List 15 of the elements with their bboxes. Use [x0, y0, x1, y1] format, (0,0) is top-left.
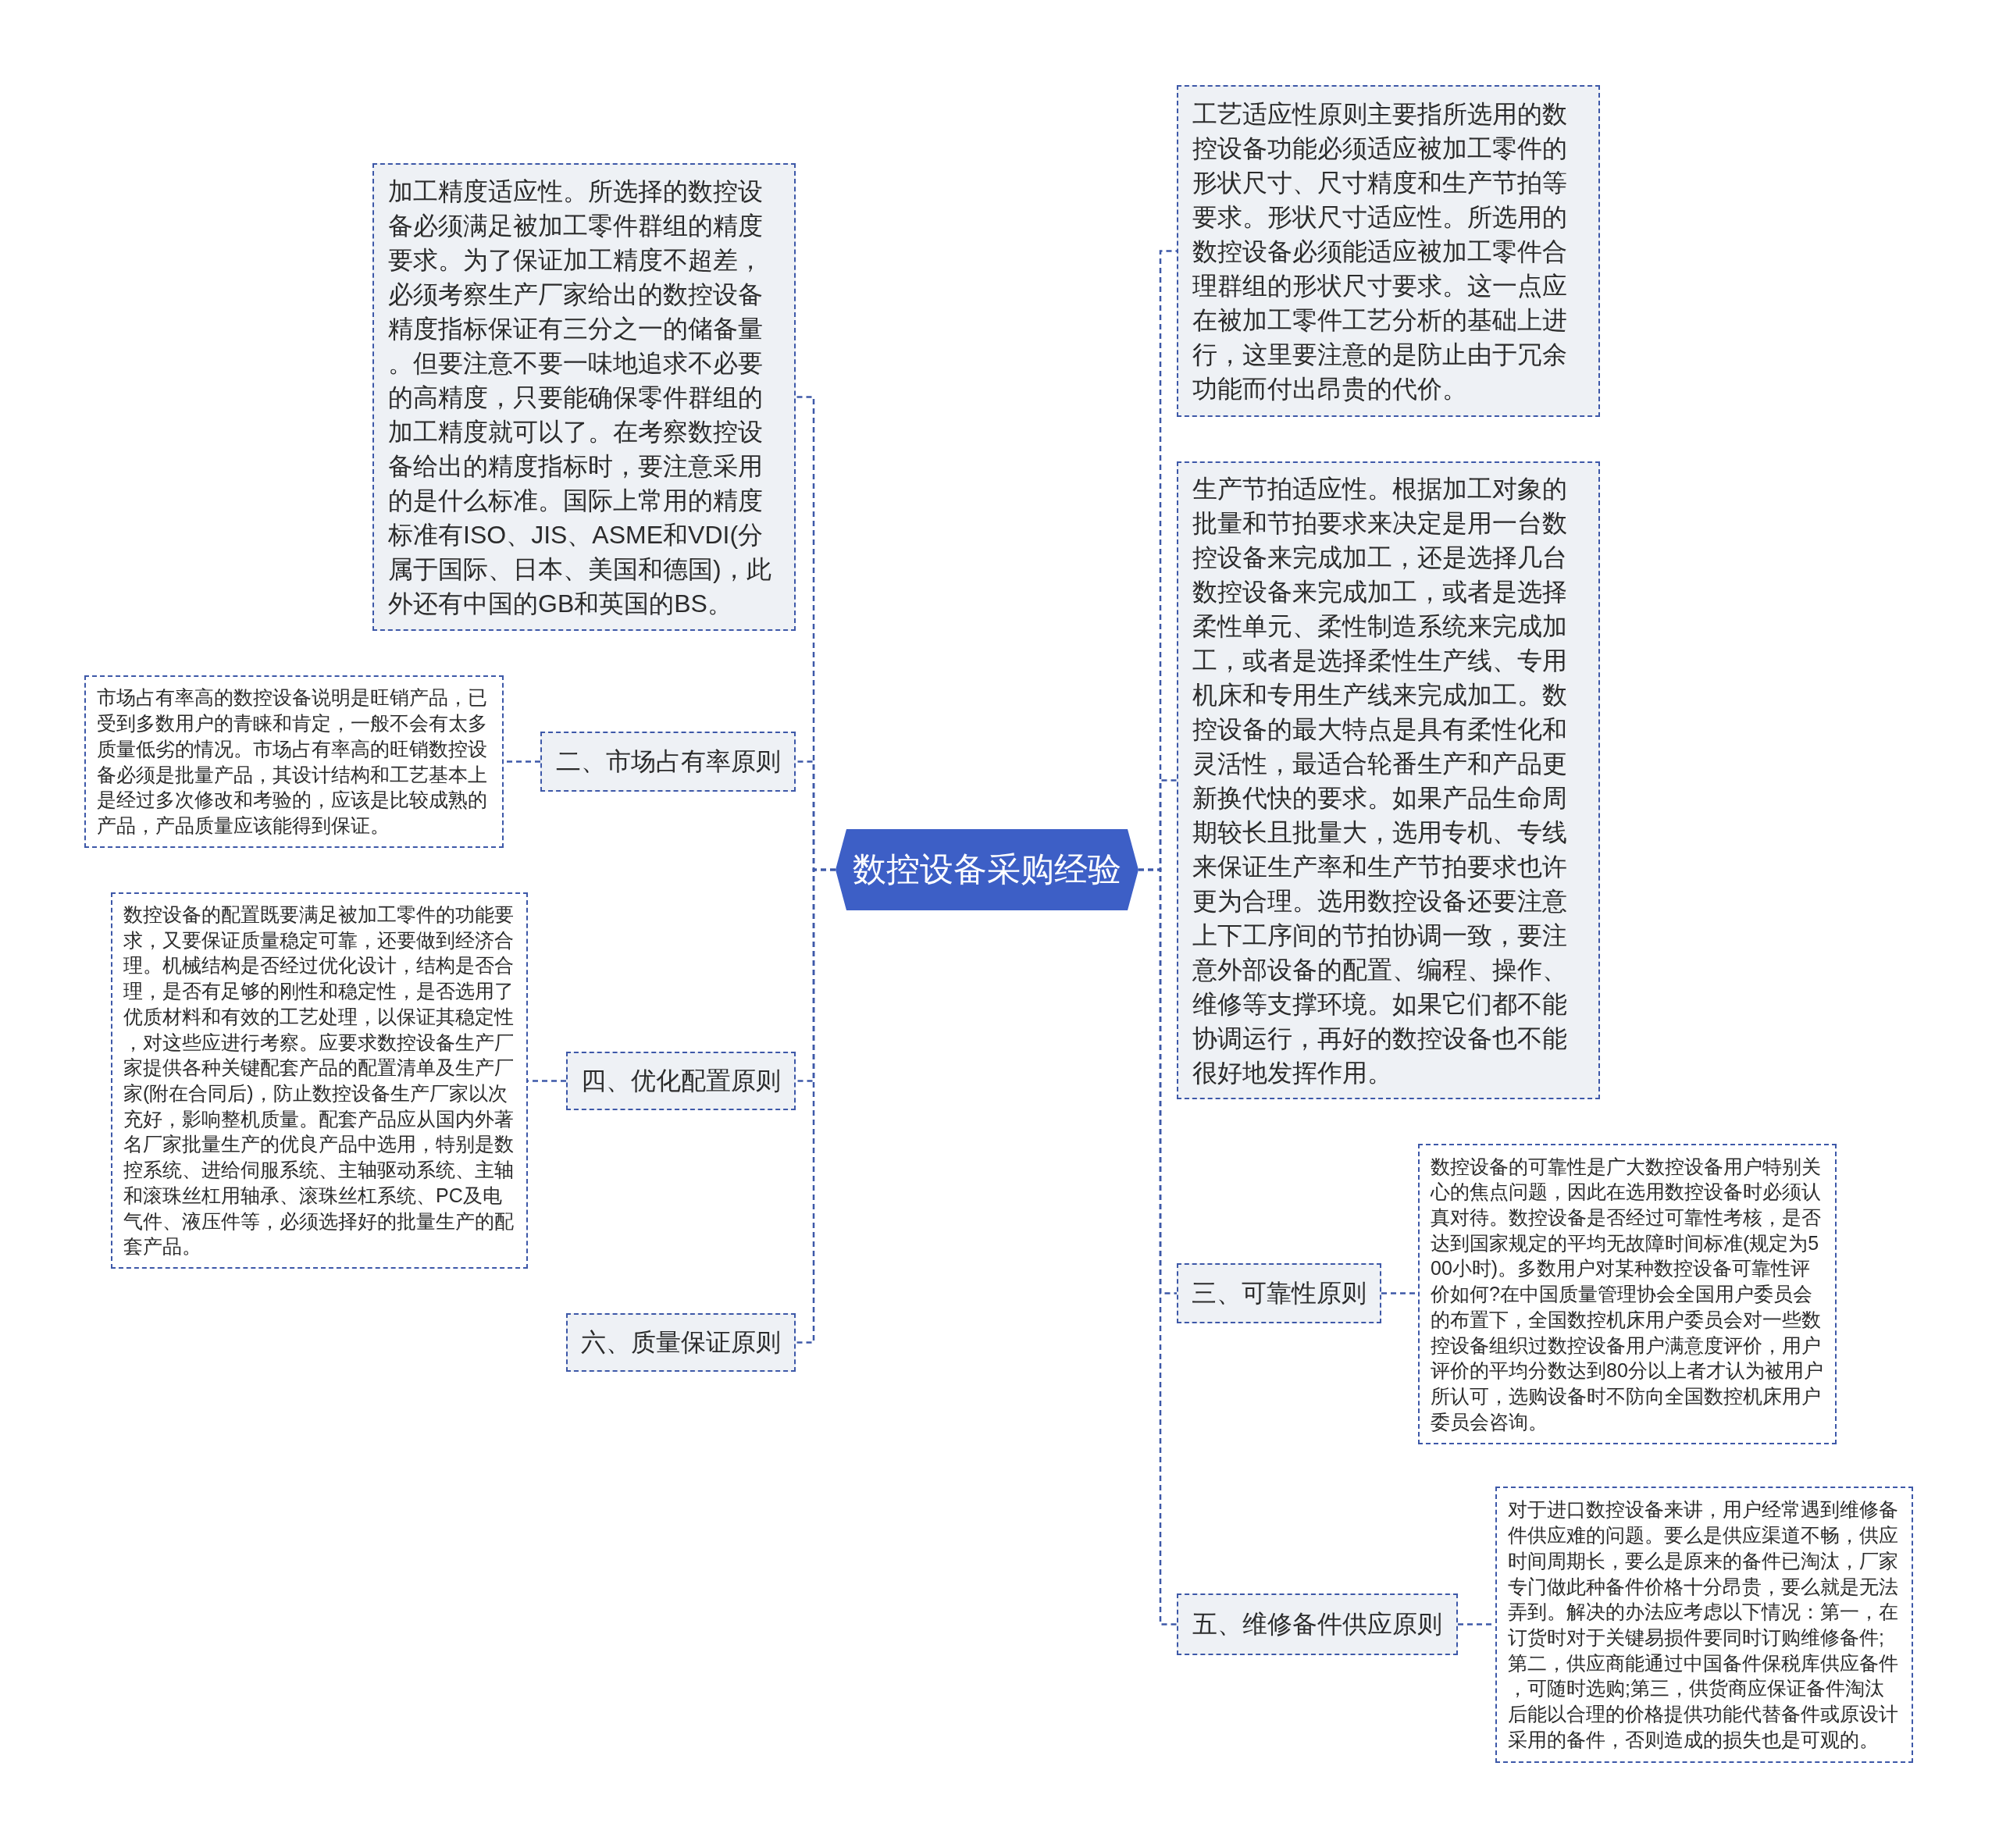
note-box: 数控设备的可靠性是广大数控设备用户特别关心的焦点问题，因此在选用数控设备时必须认真对待。数控设备是否经过可靠性考核，是否达到国家规定的平均无故障时间标准(规定为500小时)。多数用户对某种数控设备可靠性评价如何?在中国质量管理协会全国用户委员会的布置下，全国数控机床用户委员会对一些数控设备组织过数控设备用户满意度评价，用户评价的平均分数达到80分以上者才认为被用户所认可，选购设备时不防向全国数控机床用户委员会咨询。	[1418, 1144, 1837, 1444]
note-box: 加工精度适应性。所选择的数控设备必须满足被加工零件群组的精度要求。为了保证加工精度不超差，必须考察生产厂家给出的数控设备精度指标保证有三分之一的储备量。但要注意不要一味地追求不必要的高精度，只要能确保零件群组的加工精度就可以了。在考察数控设备给出的精度指标时，要注意采用的是什么标准。国际上常用的精度标准有ISO、JIS、ASME和VDI(分属于国际、日本、美国和德国)，此外还有中国的GB和英国的BS。	[372, 163, 796, 631]
topic-box: 三、可靠性原则	[1177, 1263, 1381, 1323]
connector-line	[1138, 868, 1177, 1625]
note-box: 对于进口数控设备来讲，用户经常遇到维修备件供应难的问题。要么是供应渠道不畅，供应时间周期长，要么是原来的备件已淘汰，厂家专门做此种备件价格十分昂贵，要么就是无法弄到。解决的办法应考虑以下情况：第一，在订货时对于关键易损件要同时订购维修备件;第二，供应商能通过中国备件保税库供应备件，可随时选购;第三，供货商应保证备件淘汰后能以合理的价格提供功能代替备件或原设计采用的备件，否则造成的损失也是可观的。	[1495, 1487, 1913, 1763]
note-box: 数控设备的配置既要满足被加工零件的功能要求，又要保证质量稳定可靠，还要做到经济合理。机械结构是否经过优化设计，结构是否合理，是否有足够的刚性和稳定性，是否选用了优质材料和有效的工艺处理，以保证其稳定性，对这些应进行考察。应要求数控设备生产厂家提供各种关键配套产品的配置清单及生产厂家(附在合同后)，防止数控设备生产厂家以次充好，影响整机质量。配套产品应从国内外著名厂家批量生产的优良产品中选用，特别是数控系统、进给伺服系统、主轴驱动系统、主轴和滚珠丝杠用轴承、滚珠丝杠系统、PC及电气件、液压件等，必须选择好的批量生产的配套产品。	[111, 892, 528, 1269]
note-box: 生产节拍适应性。根据加工对象的批量和节拍要求来决定是用一台数控设备来完成加工，还是选择几台数控设备来完成加工，或者是选择柔性单元、柔性制造系统来完成加工，或者是选择柔性生产线、专用机床和专用生产线来完成加工。数控设备的最大特点是具有柔性化和灵活性，最适合轮番生产和产品更新换代快的要求。如果产品生命周期较长且批量大，选用专机、专线来保证生产率和生产节拍要求也许更为合理。选用数控设备还要注意上下工序间的节拍协调一致，要注意外部设备的配置、编程、操作、维修等支撑环境。如果它们都不能协调运行，再好的数控设备也不能很好地发挥作用。	[1177, 461, 1600, 1099]
note-box: 工艺适应性原则主要指所选用的数控设备功能必须适应被加工零件的形状尺寸、尺寸精度和生产节拍等要求。形状尺寸适应性。所选用的数控设备必须能适应被加工零件合理群组的形状尺寸要求。这一点应在被加工零件工艺分析的基础上进行，这里要注意的是防止由于冗余功能而付出昂贵的代价。	[1177, 85, 1600, 417]
topic-box: 二、市场占有率原则	[540, 732, 796, 792]
note-box: 市场占有率高的数控设备说明是旺销产品，已受到多数用户的青睐和肯定，一般不会有太多质量低劣的情况。市场占有率高的旺销数控设备必须是批量产品，其设计结构和工艺基本上是经过多次修改和考验的，应该是比较成熟的产品，产品质量应该能得到保证。	[84, 675, 504, 848]
topic-box: 五、维修备件供应原则	[1177, 1593, 1458, 1655]
central-topic: 数控设备采购经验	[836, 829, 1138, 910]
topic-box: 四、优化配置原则	[566, 1052, 796, 1110]
connector-line	[796, 868, 836, 1344]
topic-box: 六、质量保证原则	[566, 1313, 796, 1372]
